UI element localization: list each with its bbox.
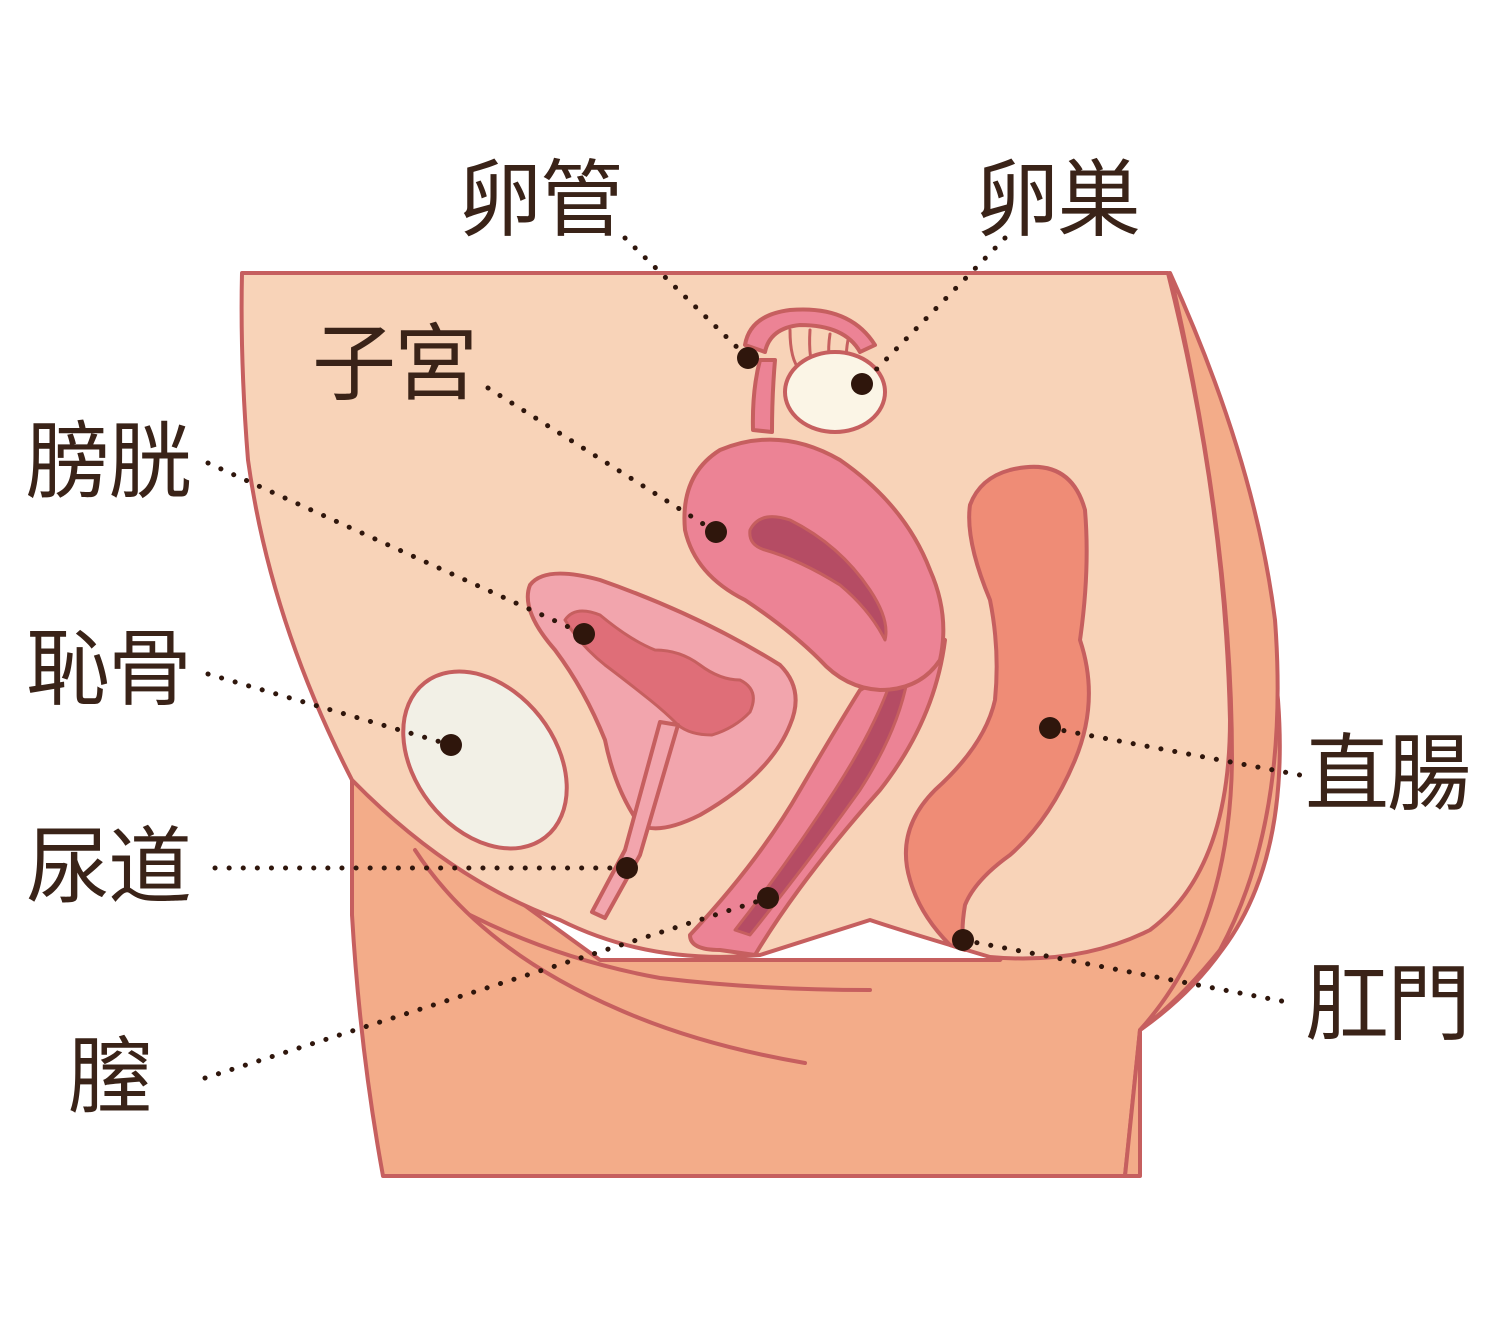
label-anus: 肛門 (1305, 955, 1471, 1053)
label-oviduct: 卵管 (458, 151, 624, 249)
label-bladder: 膀胱 (26, 413, 192, 511)
leader-lines (202, 235, 1303, 1081)
thigh-contour-line (413, 848, 807, 1065)
oviduct-fimbria (743, 307, 877, 354)
leader-oviduct (622, 235, 751, 361)
marker-dots (440, 347, 1061, 951)
label-urethra: 尿道 (26, 818, 192, 916)
marker-ovary (851, 373, 873, 395)
leader-vagina (202, 895, 771, 1081)
leader-ovary (859, 235, 1008, 387)
pubic-bone (401, 669, 569, 851)
leader-rectum (1047, 725, 1303, 778)
marker-oviduct (737, 347, 759, 369)
marker-pubic-bone (440, 734, 462, 756)
leader-anus (960, 937, 1295, 1006)
marker-urethra (616, 857, 638, 879)
perineum-contour-line (468, 913, 872, 992)
marker-bladder (573, 623, 595, 645)
marker-rectum (1039, 717, 1061, 739)
label-uterus: 子宮 (312, 315, 478, 413)
marker-anus (952, 929, 974, 951)
label-rectum: 直腸 (1305, 725, 1471, 823)
uterine-cavity (748, 515, 888, 642)
oviduct-tube (750, 358, 777, 434)
leader-uterus (485, 385, 719, 535)
marker-uterus (705, 521, 727, 543)
label-pubic-bone: 恥骨 (26, 620, 192, 718)
marker-vagina (757, 887, 779, 909)
leader-bladder (205, 460, 587, 637)
urethra (590, 720, 680, 920)
label-vagina: 膣 (68, 1028, 152, 1126)
label-ovary: 卵巣 (975, 151, 1141, 249)
bladder-inner-wall (563, 609, 755, 737)
ovary (783, 350, 887, 434)
leader-pubic-bone (205, 671, 454, 748)
